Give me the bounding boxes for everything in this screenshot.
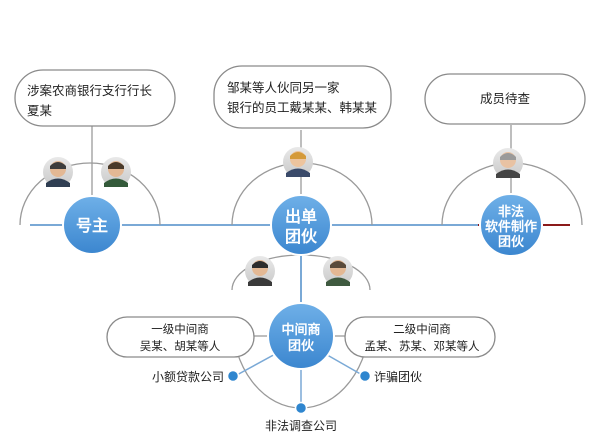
box-mid-left	[106, 316, 255, 358]
person-avatar-icon	[101, 157, 131, 187]
node-diaocha	[294, 401, 308, 415]
arc-haozhu	[19, 162, 161, 226]
box-mid-right-line2: 孟某、苏某、邓某等人	[365, 339, 480, 353]
box-right	[424, 73, 586, 125]
box-middle	[213, 65, 392, 129]
circle-feifa-line3: 团伙	[498, 234, 525, 250]
circle-feifa-line1: 非法	[498, 204, 524, 220]
box-middle-line2: 银行的员工戴某某、韩某某	[227, 100, 378, 115]
node-zhapian-label: 诈骗团伙	[374, 369, 422, 384]
person-avatar-icon	[245, 256, 275, 286]
circle-zhongjian-line2: 团伙	[288, 338, 315, 354]
node-diaocha-label: 非法调查公司	[265, 419, 337, 433]
box-middle-line1: 邹某等人伙同另一家	[227, 80, 340, 95]
box-mid-left-line2: 吴某、胡某等人	[140, 339, 221, 353]
box-left-line1: 涉案农商银行支行行长	[27, 83, 153, 98]
circle-feifa-line2: 软件制作	[485, 219, 537, 235]
circle-zhongjian	[267, 302, 335, 370]
circle-feifa	[479, 193, 543, 257]
node-xiaoe-label: 小额贷款公司	[152, 370, 224, 384]
box-right-line1: 成员待查	[480, 91, 531, 106]
person-avatar-icon	[323, 256, 353, 286]
circle-chudan	[270, 194, 332, 256]
box-mid-left-line1: 一级中间商	[151, 322, 209, 336]
node-zhapian	[358, 369, 372, 383]
box-mid-right	[344, 316, 496, 358]
circle-chudan-line1: 出单	[285, 207, 317, 226]
circle-chudan-line2: 团伙	[285, 227, 318, 246]
box-mid-right-line1: 二级中间商	[393, 322, 451, 336]
box-left	[14, 69, 176, 127]
box-left-line2: 夏某	[27, 103, 53, 118]
person-avatar-icon	[493, 148, 523, 178]
person-avatar-icon	[43, 157, 73, 187]
circle-haozhu-label: 号主	[76, 216, 108, 235]
person-avatar-icon	[283, 147, 313, 177]
circle-haozhu	[62, 195, 122, 255]
node-xiaoe	[226, 369, 240, 383]
circle-zhongjian-line1: 中间商	[281, 322, 320, 338]
